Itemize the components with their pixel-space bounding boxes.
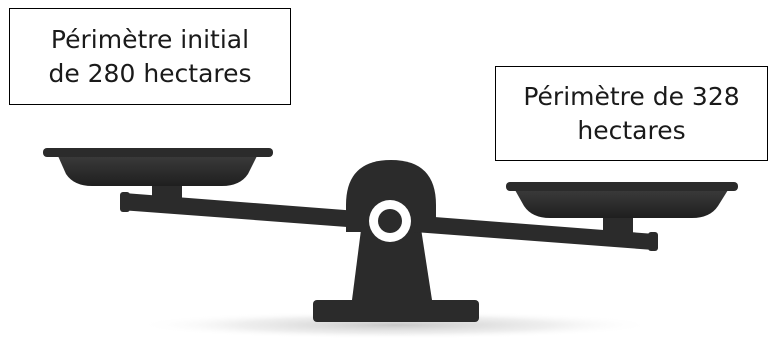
right-pan-dish [515,190,728,218]
left-pan-label-box: Périmètre initial de 280 hectares [9,8,291,105]
beam-end-right [648,232,658,251]
right-pan-label-box: Périmètre de 328 hectares [495,66,768,161]
right-pan-rim [506,182,738,191]
scale-base-plate [313,300,479,322]
left-pan-dish [58,156,257,186]
left-label-line-2: de 280 hectares [48,57,251,91]
right-label-line-2: hectares [577,114,685,148]
left-label-line-1: Périmètre initial [51,23,249,57]
right-pan-stem [603,215,633,239]
beam-end-left [120,192,130,212]
left-pan-rim [43,148,273,157]
pivot-hole [378,209,402,233]
right-label-line-1: Périmètre de 328 [523,80,739,114]
